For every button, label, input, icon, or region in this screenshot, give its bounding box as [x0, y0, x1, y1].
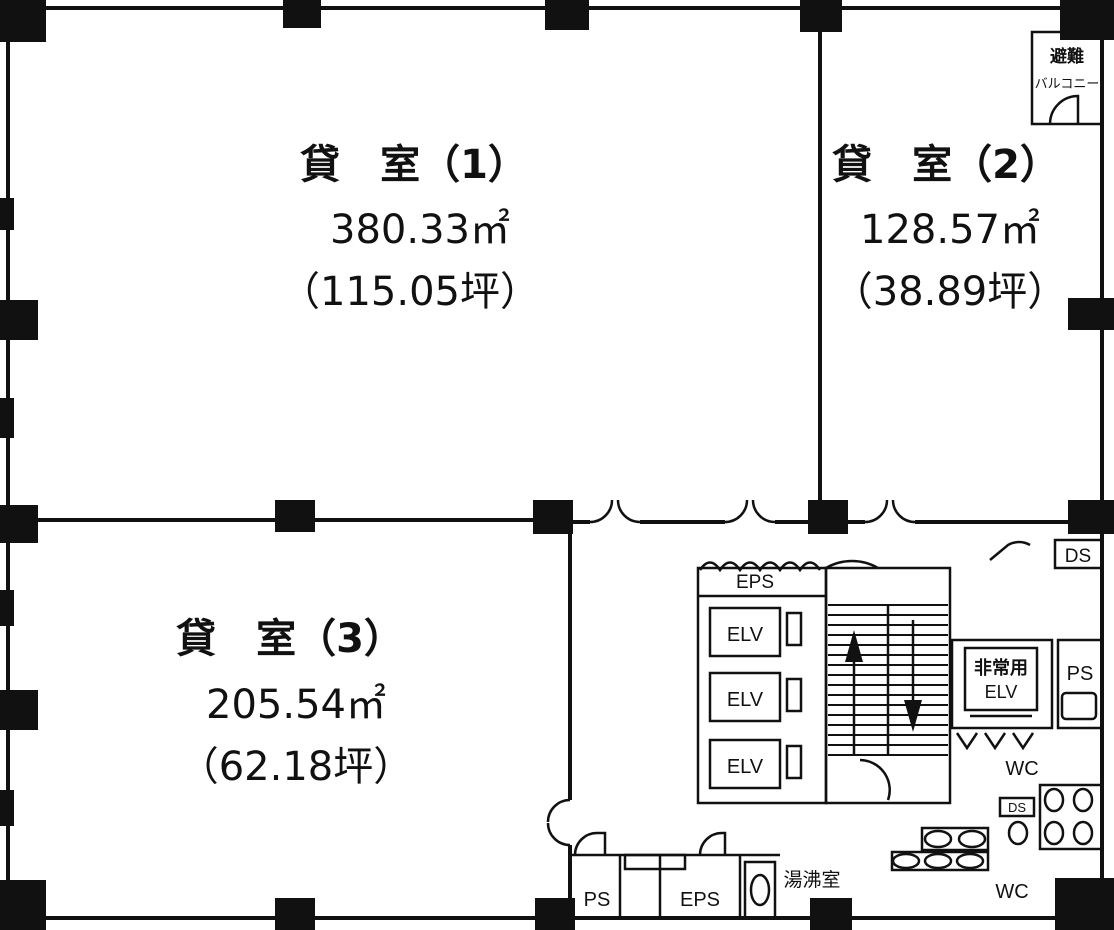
room-1-area: 380.33㎡: [330, 207, 510, 253]
elevator-core: EPS ELV ELV ELV: [696, 561, 828, 805]
ds-top-shaft: DS: [1053, 538, 1104, 570]
doors: [546, 499, 1031, 856]
room-2-tsubo: （38.89坪）: [833, 269, 1068, 315]
elv-3-label: ELV: [727, 756, 764, 778]
wc-lower-label: WC: [995, 881, 1028, 903]
ps-bottom-label: PS: [584, 889, 611, 911]
ps-right-shaft: PS: [1056, 638, 1104, 730]
wc-upper-label: WC: [1005, 758, 1038, 780]
service-rooms-bottom: PS EPS 湯沸室: [570, 853, 841, 920]
wc-upper: WC: [955, 732, 1039, 780]
room-3-name: 貸 室（3）: [176, 616, 404, 662]
eps-core-label: EPS: [736, 572, 774, 593]
elv-2-label: ELV: [727, 689, 764, 711]
room-2-area: 128.57㎡: [860, 207, 1040, 253]
room-3-tsubo: （62.18坪）: [179, 744, 414, 790]
kitchenette-label: 湯沸室: [783, 869, 840, 891]
emergency-elv-label-1: 非常用: [974, 657, 1028, 678]
emergency-elv-label-2: ELV: [985, 682, 1018, 702]
elv-1-label: ELV: [727, 624, 764, 646]
ps-right-label: PS: [1067, 663, 1094, 685]
ds-top-label: DS: [1065, 546, 1091, 567]
ds-small-label: DS: [1008, 800, 1026, 815]
staircase: [824, 559, 952, 805]
wc-lower: DS WC: [890, 783, 1104, 903]
arrow-up-icon: [845, 630, 863, 662]
eps-bottom-label: EPS: [680, 889, 720, 911]
emergency-elevator: 非常用 ELV: [950, 638, 1054, 730]
room-1-name: 貸 室（1）: [300, 142, 528, 188]
room-3-label: 貸 室（3） 205.54㎡ （62.18坪）: [176, 616, 413, 790]
room-2-name: 貸 室（2）: [832, 142, 1060, 188]
evacuation-balcony: 避難 バルコニー: [1030, 30, 1104, 126]
room-1-label: 貸 室（1） 380.33㎡ （115.05坪）: [280, 142, 540, 315]
room-2-label: 貸 室（2） 128.57㎡ （38.89坪）: [832, 142, 1067, 315]
room-3-area: 205.54㎡: [206, 682, 386, 728]
room-1-tsubo: （115.05坪）: [280, 269, 540, 315]
balcony-label-2: バルコニー: [1035, 76, 1100, 91]
balcony-label-1: 避難: [1050, 46, 1084, 66]
arrow-down-icon: [904, 700, 922, 732]
